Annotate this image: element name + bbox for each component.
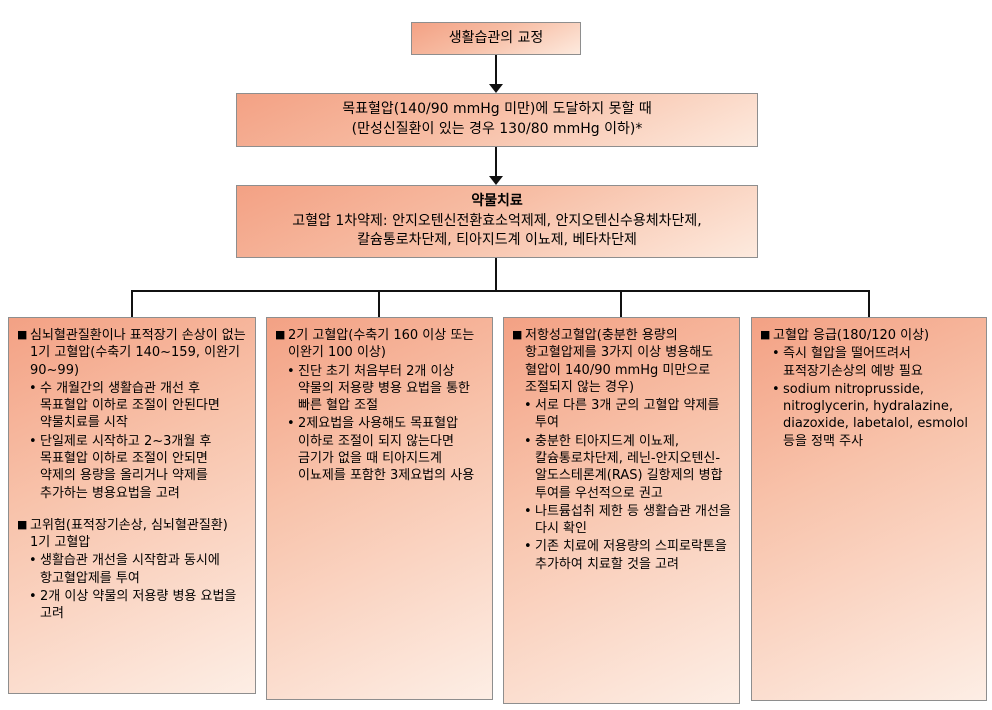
dot-bullet-icon: • bbox=[29, 553, 37, 569]
section-heading: 고위험(표적장기손상, 심뇌혈관질환) 1기 고혈압 bbox=[30, 517, 228, 551]
arrow-head-1-icon bbox=[489, 84, 503, 93]
section-item-row: • 충분한 티아지드계 이뇨제, 칼슘통로차단제, 레닌-안지오텐신-알도스테론… bbox=[512, 433, 731, 502]
lifestyle-label: 생활습관의 교정 bbox=[448, 29, 544, 46]
square-bullet-icon: ■ bbox=[275, 328, 286, 341]
section-item: 진단 초기 처음부터 2개 이상 약물의 저용량 병용 요법을 통한 빠른 혈압… bbox=[298, 363, 471, 414]
section-item-row: • 2제요법을 사용해도 목표혈압 이하로 조절이 되지 않는다면 금기가 없을… bbox=[275, 415, 484, 484]
arrow-line-1 bbox=[495, 55, 497, 85]
section-heading: 2기 고혈압(수축기 160 이상 또는 이완기 100 이상) bbox=[288, 328, 475, 361]
drug-therapy-box: 약물치료 고혈압 1차약제: 안지오텐신전환효소억제제, 안지오텐신수용체차단제… bbox=[236, 185, 758, 258]
section-item-row: • 기존 치료에 저용량의 스피로락톤을 추가하여 치료할 것을 고려 bbox=[512, 538, 731, 573]
dot-bullet-icon: • bbox=[29, 588, 37, 604]
section-heading: 고혈압 응급(180/120 이상) bbox=[773, 328, 930, 343]
section-item: 생활습관 개선을 시작함과 동시에 항고혈압제를 투여 bbox=[40, 553, 220, 586]
connector-stem-line bbox=[495, 258, 497, 292]
dot-bullet-icon: • bbox=[772, 381, 780, 397]
dot-bullet-icon: • bbox=[524, 433, 532, 449]
target-bp-line1: 목표혈압(140/90 mmHg 미만)에 도달하지 못할 때 bbox=[342, 101, 652, 118]
dot-bullet-icon: • bbox=[287, 363, 295, 379]
section-item: 나트륨섭취 제한 등 생활습관 개선을 다시 확인 bbox=[535, 503, 731, 537]
section-heading-row: ■ 저항성고혈압(충분한 용량의 항고혈압제를 3가지 이상 병용해도 혈압이 … bbox=[512, 327, 731, 396]
square-bullet-icon: ■ bbox=[760, 328, 771, 341]
connector-drop-line-4 bbox=[868, 290, 870, 317]
branch-box-hypertensive-emergency: ■ 고혈압 응급(180/120 이상) • 즉시 혈압을 떨어뜨려서 표적장기… bbox=[751, 317, 987, 701]
dot-bullet-icon: • bbox=[524, 539, 532, 555]
drug-therapy-line1: 고혈압 1차약제: 안지오텐신전환효소억제제, 안지오텐신수용체차단제, bbox=[292, 212, 702, 229]
connector-drop-line-3 bbox=[620, 290, 622, 317]
section-heading: 저항성고혈압(충분한 용량의 항고혈압제를 3가지 이상 병용해도 혈압이 14… bbox=[525, 328, 714, 395]
section-heading-row: ■ 2기 고혈압(수축기 160 이상 또는 이완기 100 이상) bbox=[275, 327, 484, 362]
branch-section: ■ 저항성고혈압(충분한 용량의 항고혈압제를 3가지 이상 병용해도 혈압이 … bbox=[512, 327, 731, 573]
arrow-head-2-icon bbox=[489, 176, 503, 185]
section-item: sodium nitroprusside, nitroglycerin, hyd… bbox=[783, 381, 968, 449]
lifestyle-box: 생활습관의 교정 bbox=[411, 22, 581, 55]
branch-box-stage1-hypertension: ■ 심뇌혈관질환이나 표적장기 손상이 없는 1기 고혈압(수축기 140~15… bbox=[8, 317, 256, 694]
branch-section: ■ 심뇌혈관질환이나 표적장기 손상이 없는 1기 고혈압(수축기 140~15… bbox=[17, 327, 247, 502]
arrow-line-2 bbox=[495, 147, 497, 177]
square-bullet-icon: ■ bbox=[512, 328, 523, 341]
section-item-row: • 단일제로 시작하고 2~3개월 후 목표혈압 이하로 조절이 안되면 약제의… bbox=[17, 433, 247, 502]
section-item-row: • 수 개월간의 생활습관 개선 후 목표혈압 이하로 조절이 안된다면 약물치… bbox=[17, 380, 247, 432]
branch-section: ■ 2기 고혈압(수축기 160 이상 또는 이완기 100 이상) • 진단 … bbox=[275, 327, 484, 485]
section-item: 즉시 혈압을 떨어뜨려서 표적장기손상의 예방 필요 bbox=[783, 346, 923, 379]
dot-bullet-icon: • bbox=[287, 416, 295, 432]
connector-drop-line-2 bbox=[378, 290, 380, 317]
section-item: 수 개월간의 생활습관 개선 후 목표혈압 이하로 조절이 안된다면 약물치료를… bbox=[40, 380, 220, 431]
target-bp-box: 목표혈압(140/90 mmHg 미만)에 도달하지 못할 때 (만성신질환이 … bbox=[236, 93, 758, 147]
drug-therapy-title: 약물치료 bbox=[471, 193, 523, 210]
branch-section: ■ 고혈압 응급(180/120 이상) • 즉시 혈압을 떨어뜨려서 표적장기… bbox=[760, 327, 978, 450]
section-item: 서로 다른 3개 군의 고혈압 약제를 투여 bbox=[535, 398, 720, 431]
target-bp-line2: (만성신질환이 있는 경우 130/80 mmHg 이하)* bbox=[351, 121, 643, 137]
drug-therapy-line2: 칼슘통로차단제, 티아지드계 이뇨제, 베타차단제 bbox=[357, 232, 637, 249]
section-item-row: • 2개 이상 약물의 저용량 병용 요법을 고려 bbox=[17, 588, 247, 623]
branch-box-stage2-hypertension: ■ 2기 고혈압(수축기 160 이상 또는 이완기 100 이상) • 진단 … bbox=[266, 317, 493, 700]
connector-drop-line-1 bbox=[131, 290, 133, 317]
section-item: 2개 이상 약물의 저용량 병용 요법을 고려 bbox=[40, 588, 237, 622]
section-item-row: • 즉시 혈압을 떨어뜨려서 표적장기손상의 예방 필요 bbox=[760, 345, 978, 380]
square-bullet-icon: ■ bbox=[17, 517, 28, 531]
section-item-row: • 서로 다른 3개 군의 고혈압 약제를 투여 bbox=[512, 397, 731, 432]
square-bullet-icon: ■ bbox=[17, 328, 28, 341]
section-item: 단일제로 시작하고 2~3개월 후 목표혈압 이하로 조절이 안되면 약제의 용… bbox=[40, 433, 212, 501]
section-heading: 심뇌혈관질환이나 표적장기 손상이 없는 1기 고혈압(수축기 140~159,… bbox=[30, 328, 246, 378]
section-heading-row: ■ 고혈압 응급(180/120 이상) bbox=[760, 327, 978, 344]
section-item-row: • 나트륨섭취 제한 등 생활습관 개선을 다시 확인 bbox=[512, 503, 731, 538]
dot-bullet-icon: • bbox=[524, 398, 532, 414]
section-heading-row: ■ 심뇌혈관질환이나 표적장기 손상이 없는 1기 고혈압(수축기 140~15… bbox=[17, 327, 247, 379]
section-item-row: • 생활습관 개선을 시작함과 동시에 항고혈압제를 투여 bbox=[17, 552, 247, 587]
branch-section: ■ 고위험(표적장기손상, 심뇌혈관질환) 1기 고혈압 • 생활습관 개선을 … bbox=[17, 517, 247, 623]
dot-bullet-icon: • bbox=[29, 433, 37, 449]
dot-bullet-icon: • bbox=[29, 380, 37, 396]
section-item: 충분한 티아지드계 이뇨제, 칼슘통로차단제, 레닌-안지오텐신-알도스테론계(… bbox=[535, 433, 723, 501]
section-item-row: • sodium nitroprusside, nitroglycerin, h… bbox=[760, 381, 978, 450]
dot-bullet-icon: • bbox=[772, 346, 780, 362]
section-heading-row: ■ 고위험(표적장기손상, 심뇌혈관질환) 1기 고혈압 bbox=[17, 517, 247, 552]
branch-box-resistant-hypertension: ■ 저항성고혈압(충분한 용량의 항고혈압제를 3가지 이상 병용해도 혈압이 … bbox=[503, 317, 740, 704]
section-item: 기존 치료에 저용량의 스피로락톤을 추가하여 치료할 것을 고려 bbox=[535, 539, 727, 572]
section-item-row: • 진단 초기 처음부터 2개 이상 약물의 저용량 병용 요법을 통한 빠른 … bbox=[275, 363, 484, 415]
dot-bullet-icon: • bbox=[524, 503, 532, 519]
section-item: 2제요법을 사용해도 목표혈압 이하로 조절이 되지 않는다면 금기가 없을 때… bbox=[298, 416, 475, 484]
connector-cross-line bbox=[131, 290, 870, 292]
